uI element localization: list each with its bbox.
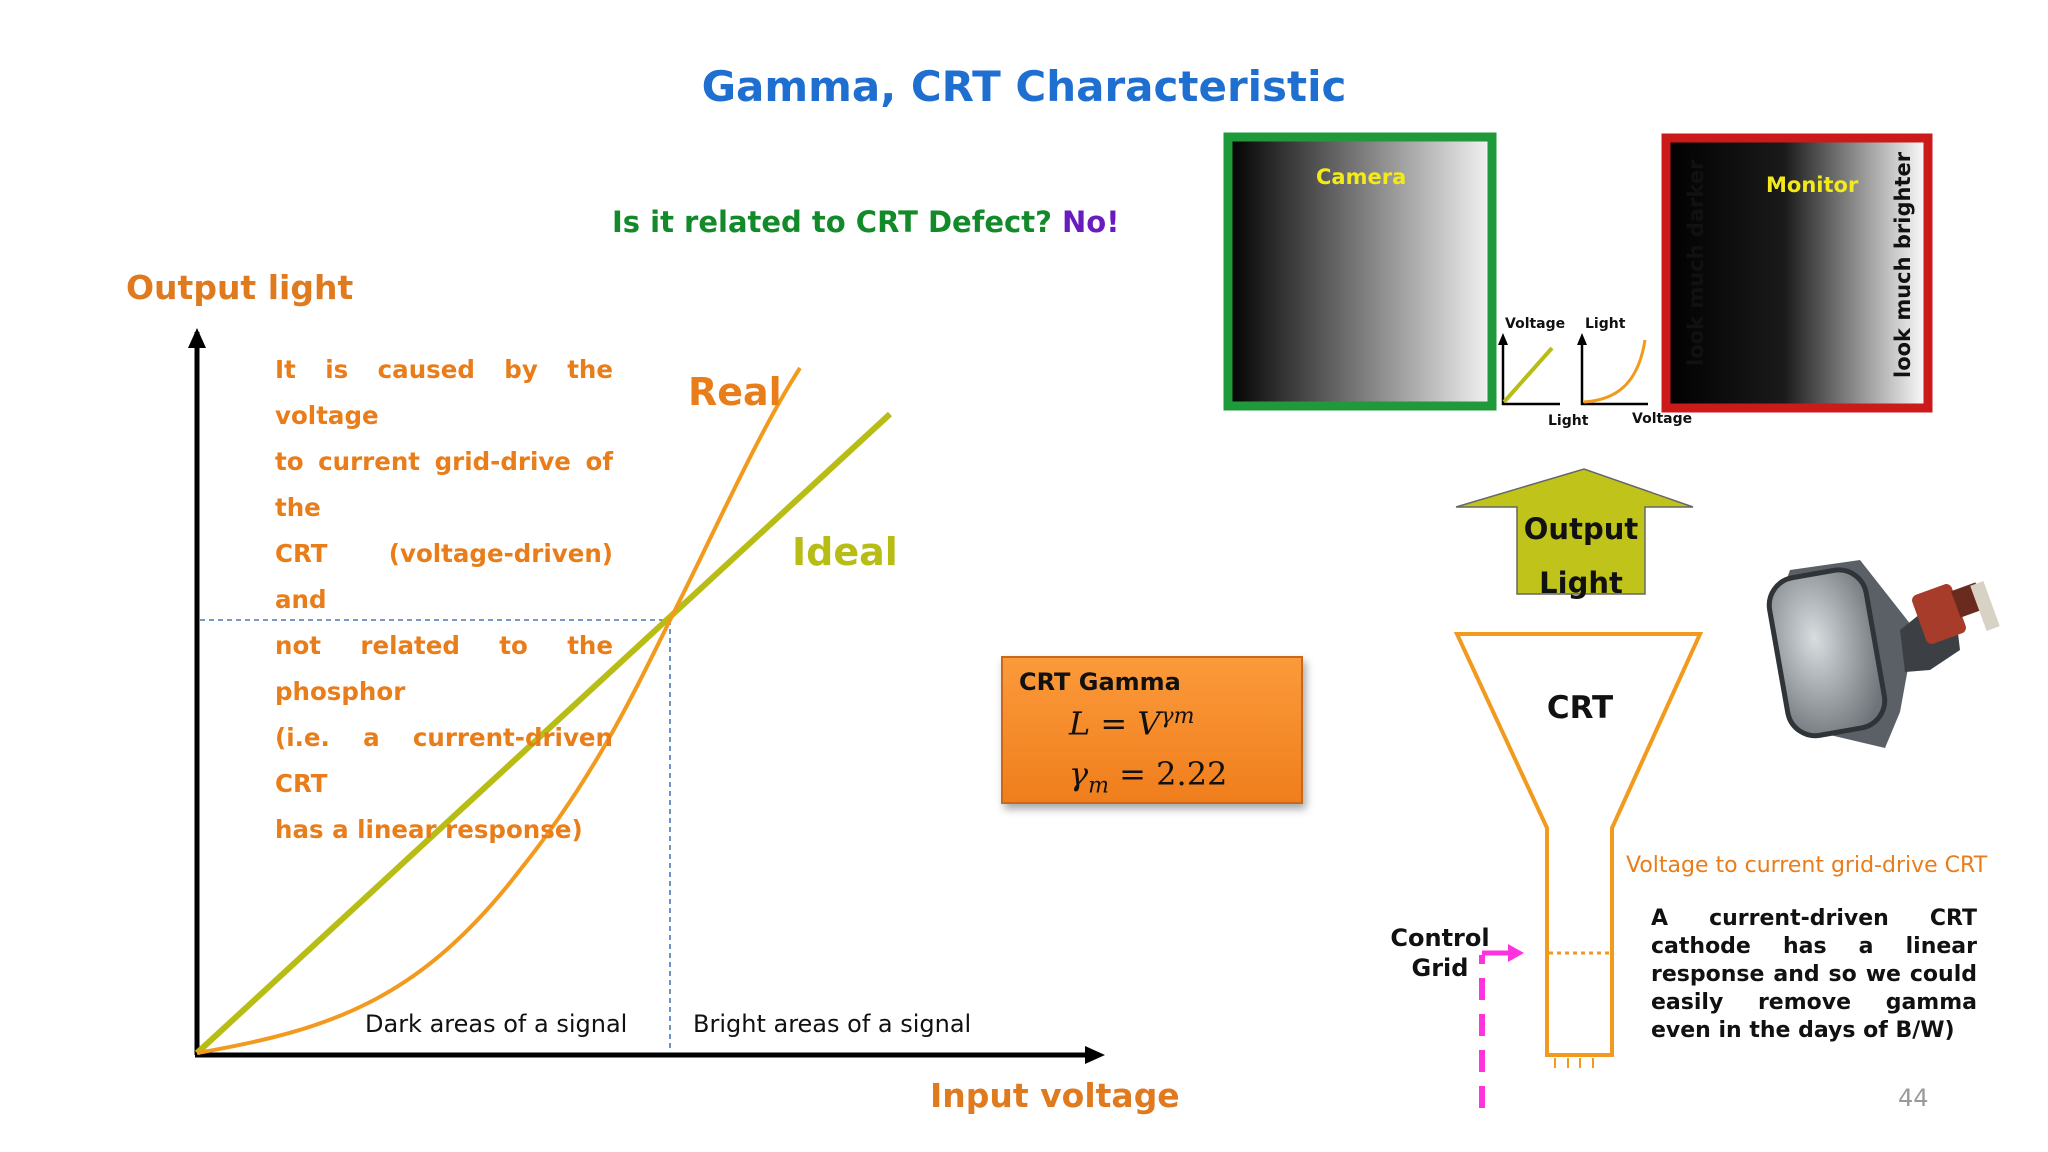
camera-label: Camera (1316, 165, 1407, 189)
y-axis-arrowhead (188, 328, 206, 348)
crt-funnel (1453, 632, 1704, 1057)
output-light-line-1: Output (1523, 512, 1639, 546)
camera-panel (1223, 132, 1497, 411)
real-curve-label: Real (688, 370, 782, 414)
mini-graph-2-y-label: Light (1585, 316, 1626, 332)
x-axis-arrowhead (1085, 1046, 1105, 1064)
gamma-equation-2-value: = 2.22 (1109, 755, 1228, 793)
dark-areas-label: Dark areas of a signal (365, 1010, 628, 1038)
ideal-line (194, 411, 893, 1056)
monitor-brighter-text: look much brighter (1891, 151, 1915, 378)
grid-signal-arrowhead (1508, 944, 1524, 962)
control-grid-line-2: Grid (1411, 954, 1469, 982)
drive-label: Voltage to current grid-drive CRT (1626, 853, 1988, 878)
question-answer: No! (1062, 205, 1120, 239)
x-axis-label: Input voltage (930, 1076, 1180, 1115)
monitor-panel (1661, 133, 1933, 413)
gamma-equation-2: γm = 2.22 (1069, 755, 1227, 798)
bright-areas-label: Bright areas of a signal (693, 1010, 972, 1038)
mini-linear-line (1502, 346, 1554, 404)
gamma-equation-2-symbol: γ (1069, 755, 1089, 793)
real-curve (196, 366, 802, 1055)
monitor-darker-text: look much darker (1684, 159, 1708, 366)
crt-defect-question: Is it related to CRT Defect? No! (612, 205, 1119, 239)
mini-gamma-curve (1583, 339, 1647, 404)
y-axis-label: Output light (126, 268, 354, 307)
gamma-box-title: CRT Gamma (1019, 668, 1181, 696)
crt-tube-image (1766, 560, 2000, 748)
cause-text: It is caused by the voltage to current g… (275, 355, 613, 844)
mini-graph-2-x-label: Voltage (1632, 411, 1693, 427)
question-text: Is it related to CRT Defect? (612, 205, 1052, 239)
page-number: 44 (1898, 1084, 1929, 1112)
gamma-equation-1-base: L = V (1069, 704, 1161, 743)
crt-label: CRT (1546, 690, 1614, 726)
current-driven-note: A current-driven CRT cathode has a linea… (1651, 906, 1977, 1043)
monitor-label: Monitor (1766, 173, 1859, 197)
output-light-arrow (1455, 468, 1694, 595)
control-grid-label: Control Grid (1390, 923, 1490, 983)
mini-graph-1-x-label: Light (1548, 413, 1589, 429)
ideal-line-label: Ideal (792, 530, 898, 574)
crt-gamma-box: CRT Gamma L = Vγm γm = 2.22 (1001, 656, 1303, 804)
output-light-line-2: Light (1539, 566, 1623, 600)
control-grid-line-1: Control (1390, 924, 1490, 952)
gamma-equation-1: L = Vγm (1069, 704, 1195, 743)
mini-graph-1-y-label: Voltage (1505, 316, 1566, 332)
slide-title: Gamma, CRT Characteristic (701, 62, 1347, 111)
gamma-equation-2-subscript: m (1088, 773, 1109, 799)
gamma-equation-1-exponent: γm (1160, 704, 1195, 729)
